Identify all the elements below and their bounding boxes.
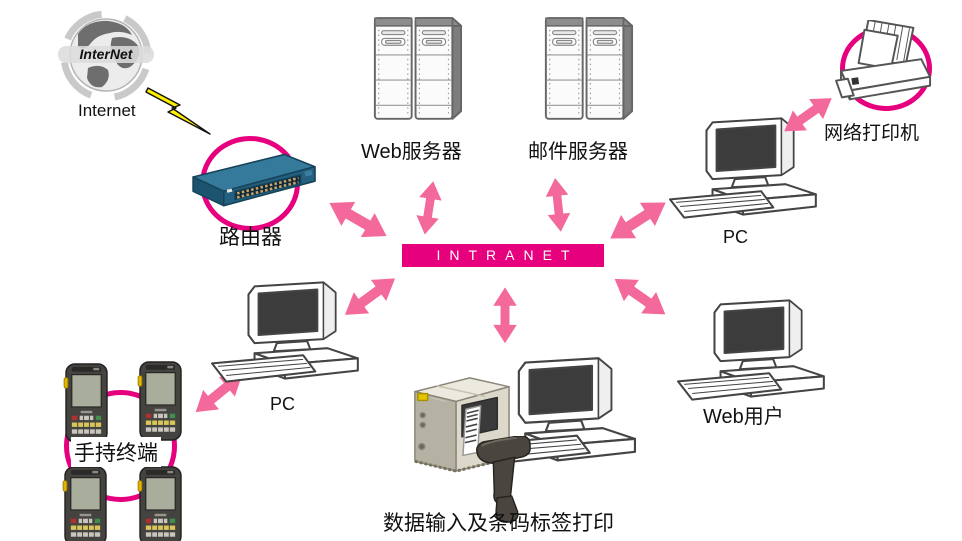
arrow-webuser-intranet [607,268,673,326]
handheld-ring [64,390,177,502]
arrow-mailserver-intranet [543,177,572,233]
mail-server-icon [542,12,634,124]
network-printer-icon [835,20,937,114]
intranet-banner: INTRANET [402,244,604,267]
lightning-bolt-icon [145,87,211,135]
web-user-pc-icon [676,298,838,404]
web-user-label: Web用户 [703,406,784,428]
handheld-terminal-icon [137,361,184,441]
handheld-terminal-icon [63,363,110,443]
arrow-pctop-intranet [602,190,673,250]
barcode-station-label: 数据输入及条码标签打印 [383,512,614,535]
arrow-webserver-intranet [413,179,445,236]
web-server-label: Web服务器 [361,141,462,163]
globe-brand-text: InterNet [80,46,134,62]
arrow-router-intranet [322,190,394,248]
internet-label: Internet [78,101,136,120]
handheld-terminal-icon [62,466,109,541]
router-icon [190,146,318,210]
mail-server-label: 邮件服务器 [528,141,628,163]
handheld-label: 手持终端 [71,437,161,467]
arrow-barcode-intranet [493,287,518,343]
pc-top-label: PC [723,227,749,247]
router-label: 路由器 [219,226,282,249]
internet-globe-icon: InterNet [58,10,154,102]
handheld-terminal-icon [137,466,184,541]
network-printer-label: 网络打印机 [824,123,920,144]
pc-left-icon [210,280,372,386]
web-server-icon [371,12,463,124]
pc-left-label: PC [270,394,296,414]
